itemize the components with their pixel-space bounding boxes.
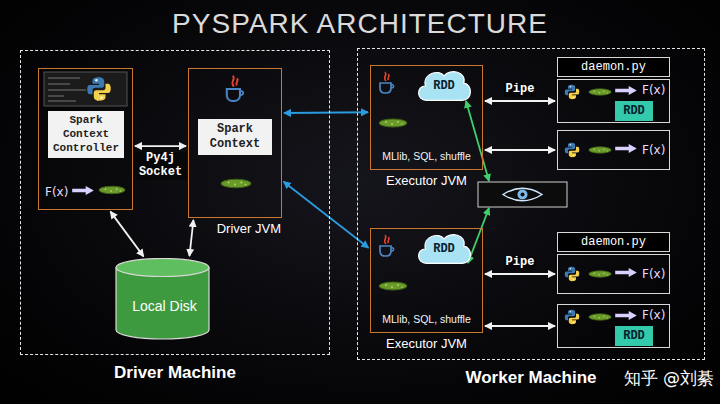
connector-label: Pipe xyxy=(504,256,537,270)
terminal-screenshot xyxy=(44,72,127,106)
rdd-box: RDD xyxy=(615,326,653,346)
connector-arrow xyxy=(284,111,368,114)
rdd-cloud: RDD xyxy=(415,68,473,104)
jvm-box: Spark ContextDriver JVM xyxy=(188,68,282,218)
rdd-cloud: RDD xyxy=(415,231,473,267)
cloud-shape xyxy=(419,235,471,264)
cluster-link xyxy=(466,101,489,181)
title: PYSPARK ARCHITECTURE xyxy=(0,8,720,40)
pickle-icon xyxy=(589,147,611,153)
python-logo xyxy=(565,143,579,157)
python-worker-box: RDD F(x) xyxy=(557,304,670,348)
disk-cylinder: Local Disk xyxy=(115,258,214,340)
connector-arrow xyxy=(485,100,555,102)
pickle-icon xyxy=(221,179,251,188)
pickle-icon xyxy=(589,89,611,95)
box-label: RDD xyxy=(433,242,455,256)
connector-label: Py4j Socket xyxy=(135,152,187,180)
java-logo xyxy=(380,72,394,93)
python-logo xyxy=(565,85,579,99)
pickle-icon xyxy=(379,119,407,127)
function-arrow xyxy=(615,86,637,95)
box-label: daemon.py xyxy=(581,60,646,74)
connector-arrow xyxy=(135,145,186,147)
box-label: RDD xyxy=(623,104,645,118)
box-label: RDD xyxy=(623,329,645,343)
connector-arrow xyxy=(284,182,369,248)
connector-arrow xyxy=(189,220,193,256)
pickle-icon xyxy=(589,271,611,277)
function-arrow xyxy=(72,186,94,195)
function-label: F(x) xyxy=(642,308,665,322)
executor-box: RDDMLlib, SQL, shuffleExecutor JVM xyxy=(370,65,483,170)
cylinder-top xyxy=(116,259,209,277)
daemon-box: daemon.py xyxy=(557,57,670,77)
box-caption: Executor JVM xyxy=(371,173,482,188)
machine-region: RDDMLlib, SQL, shuffleExecutor JVMdaemon… xyxy=(357,48,705,360)
region-heading: Driver Machine xyxy=(21,363,329,383)
pickle-icon xyxy=(589,314,611,320)
function-arrow xyxy=(615,268,637,277)
box-caption: Driver JVM xyxy=(217,221,281,236)
box-label: MLlib, SQL, shuffle xyxy=(371,313,482,325)
function-label: F(x) xyxy=(45,185,68,199)
java-logo xyxy=(380,235,394,256)
function-arrow xyxy=(615,144,637,153)
box-label: MLlib, SQL, shuffle xyxy=(371,150,482,162)
connector-arrow xyxy=(485,149,555,151)
connector-label: Pipe xyxy=(504,83,537,97)
rdd-box: RDD xyxy=(615,101,653,121)
machine-region: Spark Context ControllerF(x)Spark Contex… xyxy=(20,50,330,355)
pickle-icon xyxy=(379,282,407,290)
region-heading: Worker Machine xyxy=(358,368,704,388)
box-label: Spark Context xyxy=(198,119,272,155)
python-process-box: Spark Context ControllerF(x) xyxy=(38,68,133,210)
connector-arrow xyxy=(110,212,143,257)
connector-arrow xyxy=(485,273,555,275)
function-label: F(x) xyxy=(642,143,665,157)
box-caption: Executor JVM xyxy=(371,336,482,351)
box-label: RDD xyxy=(433,79,455,93)
cluster-link xyxy=(468,208,489,263)
python-logo xyxy=(565,267,579,281)
cluster-manager-eye xyxy=(478,182,567,207)
function-label: F(x) xyxy=(642,267,665,281)
executor-box: RDDMLlib, SQL, shuffleExecutor JVM xyxy=(370,228,483,333)
python-logo xyxy=(565,310,579,324)
function-label: F(x) xyxy=(642,83,665,97)
python-worker-box: F(x) xyxy=(557,130,670,170)
function-arrow xyxy=(615,311,637,320)
watermark: 知乎 @刘綦 xyxy=(624,367,714,390)
python-worker-box: RDD F(x) xyxy=(557,79,670,123)
box-label: daemon.py xyxy=(581,235,646,249)
java-logo xyxy=(227,76,243,101)
box-label: Spark Context Controller xyxy=(48,111,124,158)
daemon-box: daemon.py xyxy=(557,232,670,252)
python-worker-box: F(x) xyxy=(557,254,670,294)
pickle-icon xyxy=(99,186,125,193)
cloud-shape xyxy=(419,72,471,101)
box-label: Local Disk xyxy=(115,298,214,314)
python-logo xyxy=(87,77,110,100)
connector-arrow xyxy=(485,325,555,327)
